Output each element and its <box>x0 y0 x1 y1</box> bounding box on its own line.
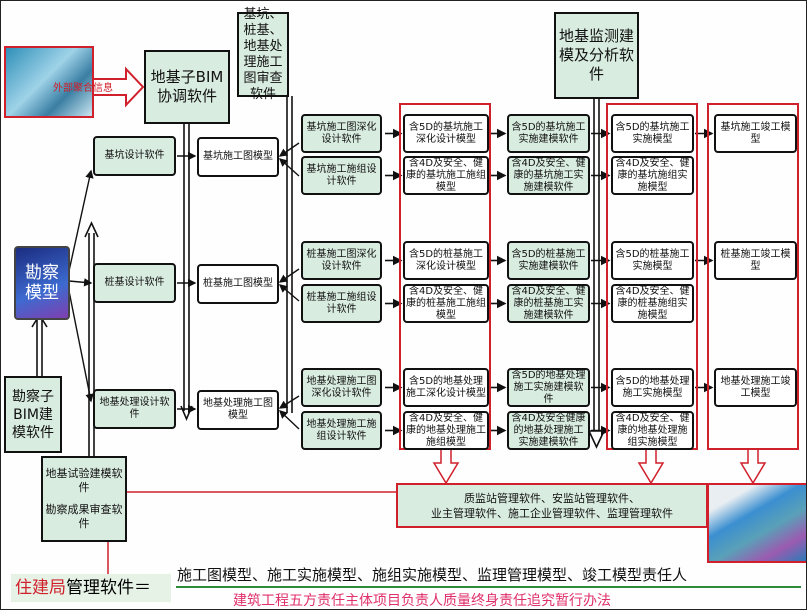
implementation-model[interactable]: 含5D的基坑施工实施模型 <box>611 114 694 153</box>
survey-model-icon: 勘察模型 <box>14 246 70 320</box>
design-model[interactable]: 含5D的地基处理施工深化设计模型 <box>403 368 489 407</box>
design-model[interactable]: 含4D及安全、健康的地基处理施工施组模型 <box>403 411 489 450</box>
implementation-model[interactable]: 含4D及安全、健康的地基处理施组实施模型 <box>611 411 694 450</box>
design-software[interactable]: 桩基设计软件 <box>93 263 176 303</box>
construction-drawing-model[interactable]: 桩基施工图模型 <box>197 264 279 304</box>
construction-design-software[interactable]: 桩基施工施组设计软件 <box>301 284 382 323</box>
implementation-modeling-software[interactable]: 含4D及安全、健康的桩基施工实施建模软件 <box>507 284 590 323</box>
completion-model[interactable]: 基坑施工竣工模型 <box>714 114 797 153</box>
external-info-label: 外部聚合信息 <box>53 83 113 94</box>
implementation-modeling-software[interactable]: 含4D及安全、健康的基坑施工实施建模软件 <box>507 156 590 195</box>
formula-denominator: 建筑工程五方责任主体项目负责人质量终身责任追究暂行办法 <box>233 593 611 609</box>
bureau-name: 住建局 <box>15 578 66 598</box>
construction-design-software[interactable]: 地基处理施工施组设计软件 <box>301 411 382 450</box>
bureau-suffix: 管理软件＝ <box>66 578 151 598</box>
test-modeling-software[interactable]: 地基试验建模软件 <box>45 467 123 494</box>
foundation-bim-coordination-software[interactable]: 地基子BIM协调软件 <box>144 50 230 124</box>
implementation-modeling-software[interactable]: 含5D的基坑施工实施建模软件 <box>507 114 590 153</box>
implementation-modeling-software[interactable]: 含5D的桩基施工实施建模软件 <box>507 241 590 280</box>
test-review-software-box: 地基试验建模软件 勘察成果审查软件 <box>41 456 127 542</box>
external-model-image <box>4 46 94 118</box>
completion-model[interactable]: 桩基施工竣工模型 <box>714 241 797 280</box>
construction-drawing-model[interactable]: 基坑施工图模型 <box>197 137 279 177</box>
drawing-review-software[interactable]: 基坑、桩基、地基处理施工图审查软件 <box>237 7 289 102</box>
design-model[interactable]: 含4D及安全、健康的基坑施工施组模型 <box>403 156 489 195</box>
survey-review-software[interactable]: 勘察成果审查软件 <box>45 503 123 530</box>
completion-model[interactable]: 地基处理施工竣工模型 <box>714 368 797 407</box>
bureau-formula-label: 住建局管理软件＝ <box>11 574 171 602</box>
completion-model-group <box>707 103 799 450</box>
management-line-2: 业主管理软件、施工企业管理软件、监理管理软件 <box>431 506 673 520</box>
construction-design-software[interactable]: 基坑施工施组设计软件 <box>301 156 382 195</box>
design-software[interactable]: 地基处理设计软件 <box>93 389 176 429</box>
construction-design-software[interactable]: 基坑施工图深化设计软件 <box>301 114 382 153</box>
construction-design-software[interactable]: 桩基施工图深化设计软件 <box>301 241 382 280</box>
formula-numerator: 施工图模型、施工实施模型、施组实施模型、监理管理模型、竣工模型责任人 <box>177 566 688 584</box>
monitoring-software[interactable]: 地基监测建模及分析软件 <box>554 12 639 99</box>
design-model[interactable]: 含4D及安全、健康的桩基施工施组模型 <box>403 284 489 323</box>
implementation-model[interactable]: 含4D及安全、健康的基坑施组实施模型 <box>611 156 694 195</box>
implementation-model[interactable]: 含5D的地基处理施工实施模型 <box>611 368 694 407</box>
design-model[interactable]: 含5D的基坑施工深化设计模型 <box>403 114 489 153</box>
construction-design-software[interactable]: 地基处理施工图深化设计软件 <box>301 368 382 407</box>
management-line-1: 质监站管理软件、安监站管理软件、 <box>464 491 640 505</box>
management-software-box[interactable]: 质监站管理软件、安监站管理软件、 业主管理软件、施工企业管理软件、监理管理软件 <box>396 483 708 528</box>
design-model[interactable]: 含5D的桩基施工深化设计模型 <box>403 241 489 280</box>
implementation-modeling-software[interactable]: 含4D及安全健康的地基处理施工实施建模软件 <box>507 411 590 450</box>
design-software[interactable]: 基坑设计软件 <box>93 136 176 176</box>
implementation-modeling-software[interactable]: 含5D的地基处理施工实施建模软件 <box>507 368 590 407</box>
survey-bim-software[interactable]: 勘察子BIM建模软件 <box>4 376 62 453</box>
foundation-model-image <box>707 483 806 563</box>
implementation-model[interactable]: 含5D的桩基施工实施模型 <box>611 241 694 280</box>
implementation-model[interactable]: 含4D及安全、健康的桩基施组实施模型 <box>611 284 694 323</box>
construction-drawing-model[interactable]: 地基处理施工图模型 <box>197 390 279 430</box>
